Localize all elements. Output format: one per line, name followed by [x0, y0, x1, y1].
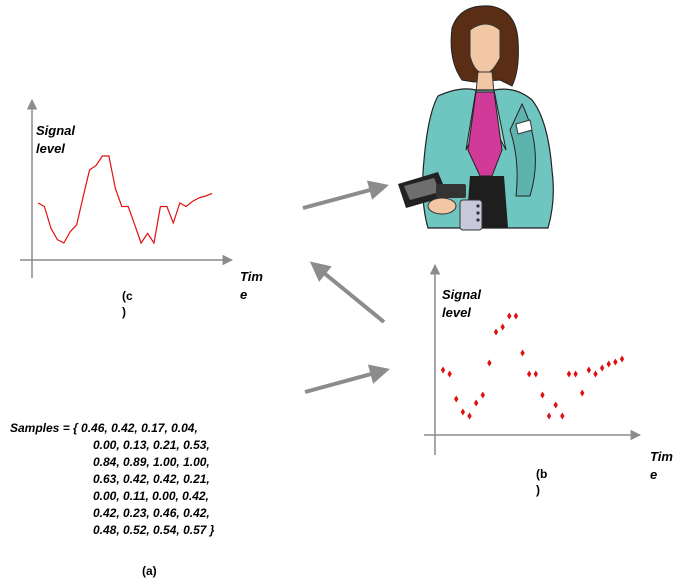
graph-b-sample-point	[480, 391, 485, 399]
graph-b-sample-point	[467, 412, 472, 420]
graph-b-sample-point	[440, 366, 446, 374]
arrow-graph-c-to-person	[302, 180, 389, 210]
graph-b-sample-point	[586, 366, 592, 374]
graph-b-y-axis-label: Signal level	[442, 287, 482, 320]
arrow-samples-to-graph-b	[304, 364, 390, 394]
graph-b-caption: (b )	[536, 467, 548, 497]
graph-b-axes	[424, 263, 642, 455]
graph-b-sample-point	[566, 370, 572, 378]
samples-line: 0.48, 0.52, 0.54, 0.57 }	[93, 523, 215, 537]
graph-b-sample-point	[546, 412, 552, 420]
graph-b-sample-point	[460, 408, 466, 416]
businesswoman-illustration	[398, 5, 554, 231]
graph-b-sample-point	[606, 360, 611, 368]
graph-b-x-axis-label: Tim e	[650, 449, 673, 482]
graph-b-sample-point	[560, 412, 565, 420]
graph-b-sample-point	[593, 370, 598, 378]
graph-c-x-axis-label: Tim e	[240, 269, 263, 302]
graph-b-sample-point	[526, 370, 532, 378]
graph-b-sample-point	[520, 349, 525, 357]
samples-list: Samples = { 0.46, 0.42, 0.17, 0.04, 0.00…	[10, 420, 214, 539]
graph-c-caption: (c )	[122, 289, 133, 319]
samples-line: 0.42, 0.23, 0.46, 0.42,	[93, 506, 210, 520]
graph-b-sample-point	[493, 328, 499, 336]
graph-b-sample-point	[599, 364, 605, 372]
graph-c-signal-line	[37, 155, 213, 245]
graph-b-sample-point	[473, 399, 479, 407]
samples-prefix: Samples = {	[10, 421, 82, 435]
graph-c-y-axis-label: Signal level	[36, 123, 76, 156]
arrow-graph-b-to-graph-c	[309, 261, 386, 324]
samples-line: 0.00, 0.11, 0.00, 0.42,	[93, 489, 209, 503]
samples-line: 0.46, 0.42, 0.17, 0.04,	[81, 421, 198, 435]
graph-b-sample-point	[454, 395, 459, 403]
samples-line: 0.63, 0.42, 0.42, 0.21,	[93, 472, 210, 486]
graph-c-signal-path	[37, 155, 213, 245]
graph-b-sample-point	[500, 323, 505, 331]
graph-b-sample-point	[619, 355, 625, 363]
samples-caption: (a)	[142, 564, 157, 578]
graph-c-axes	[20, 98, 234, 278]
graph-b-sample-points	[440, 312, 625, 420]
graph-b-sample-point	[553, 401, 558, 409]
graph-b-sample-point	[507, 312, 512, 320]
samples-line: 0.84, 0.89, 1.00, 1.00,	[93, 455, 210, 469]
graph-b-sample-point	[533, 370, 539, 378]
graph-b-sample-point	[573, 370, 578, 378]
graph-b-sample-point	[540, 391, 545, 399]
graph-b-sample-point	[447, 370, 452, 378]
graph-b-sample-point	[513, 312, 519, 320]
graph-b-sample-point	[580, 389, 585, 397]
samples-line: 0.00, 0.13, 0.21, 0.53,	[93, 438, 210, 452]
graph-b-sample-point	[613, 358, 618, 366]
graph-b-sample-point	[487, 359, 492, 367]
